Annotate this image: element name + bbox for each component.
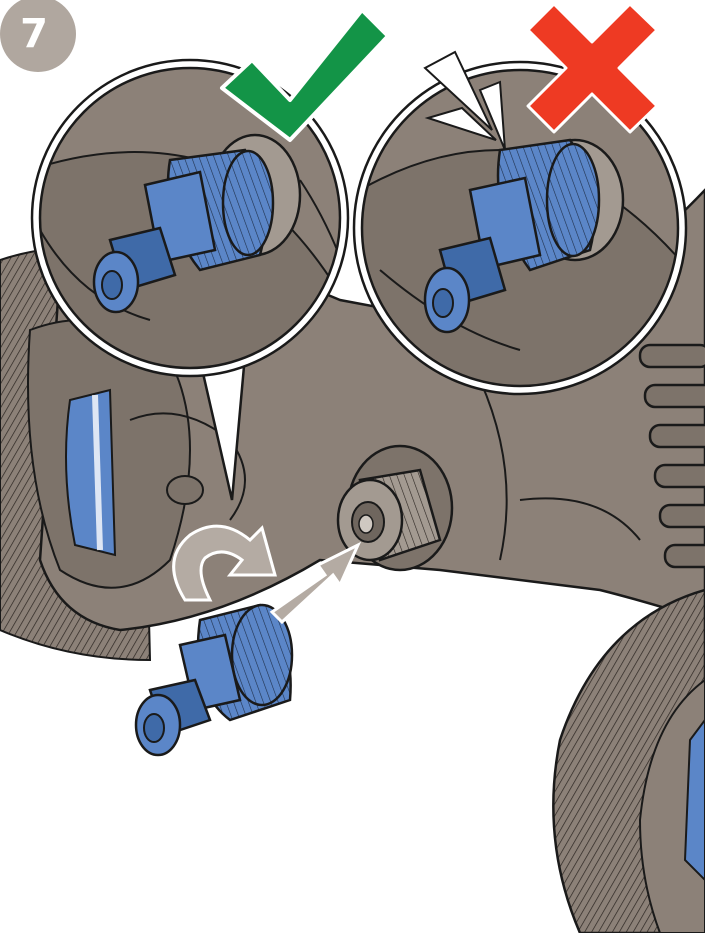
left-wheel-blue-panel xyxy=(66,390,115,555)
step-number: 7 xyxy=(14,8,54,60)
step-badge-label-wrap: 7 xyxy=(0,0,78,72)
tap-connector-loose xyxy=(136,605,292,755)
